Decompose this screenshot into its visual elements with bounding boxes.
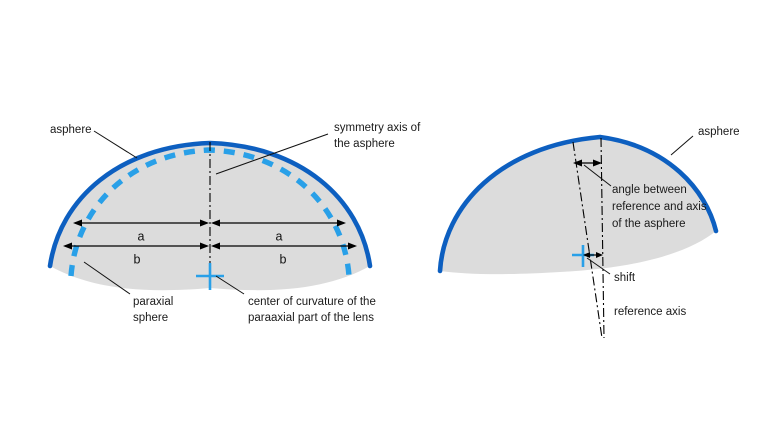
symmetry-axis-leader-line	[215, 133, 329, 175]
paraxial-sphere-leader-line	[83, 261, 131, 295]
center-of-curvature-label-line1: center of curvature of the	[248, 296, 376, 308]
paraxial-sphere-label-line1: paraxial	[133, 296, 173, 308]
right-lens-body	[440, 137, 716, 275]
dimension-a-left: a	[73, 219, 209, 243]
shift-dimension-arrow	[583, 252, 603, 258]
angle-label-line2: reference and axis	[612, 201, 707, 213]
asphere-label: asphere	[50, 124, 92, 136]
dimension-label-a-left: a	[138, 229, 145, 243]
right-asphere-label: asphere	[698, 126, 740, 138]
right-panel: angle between reference and axis of the …	[437, 126, 740, 339]
center-of-curvature-leader-line	[215, 275, 245, 295]
symmetry-axis-label-line1: symmetry axis of	[334, 122, 421, 134]
right-symmetry-axis-line	[572, 141, 603, 339]
dimension-a-right: a	[211, 219, 346, 243]
right-asphere-leader-line	[670, 135, 694, 156]
dimension-b-right: b	[211, 242, 357, 266]
asphere-leader-line	[93, 130, 138, 159]
symmetry-axis-label-line2: the asphere	[334, 138, 395, 150]
right-asphere-curve	[437, 134, 719, 274]
dimension-label-b-left: b	[134, 252, 141, 266]
paraxial-sphere-label-line2: sphere	[133, 312, 168, 324]
left-panel: a a b b	[47, 122, 421, 324]
reference-axis-label: reference axis	[614, 306, 686, 318]
dimension-label-b-right: b	[280, 252, 287, 266]
reference-axis-line	[600, 137, 605, 339]
dimension-label-a-right: a	[276, 229, 283, 243]
angle-dimension-arrow	[573, 159, 602, 167]
angle-leader-line	[583, 164, 612, 187]
angle-label-line1: angle between	[612, 184, 687, 196]
shift-leader-line	[586, 257, 611, 275]
shift-label: shift	[614, 272, 636, 284]
dimension-b-left: b	[63, 242, 209, 266]
center-of-curvature-marker	[196, 263, 224, 290]
angle-label-line3: of the asphere	[612, 218, 686, 230]
center-of-curvature-label-line2: paraaxial part of the lens	[248, 312, 374, 324]
